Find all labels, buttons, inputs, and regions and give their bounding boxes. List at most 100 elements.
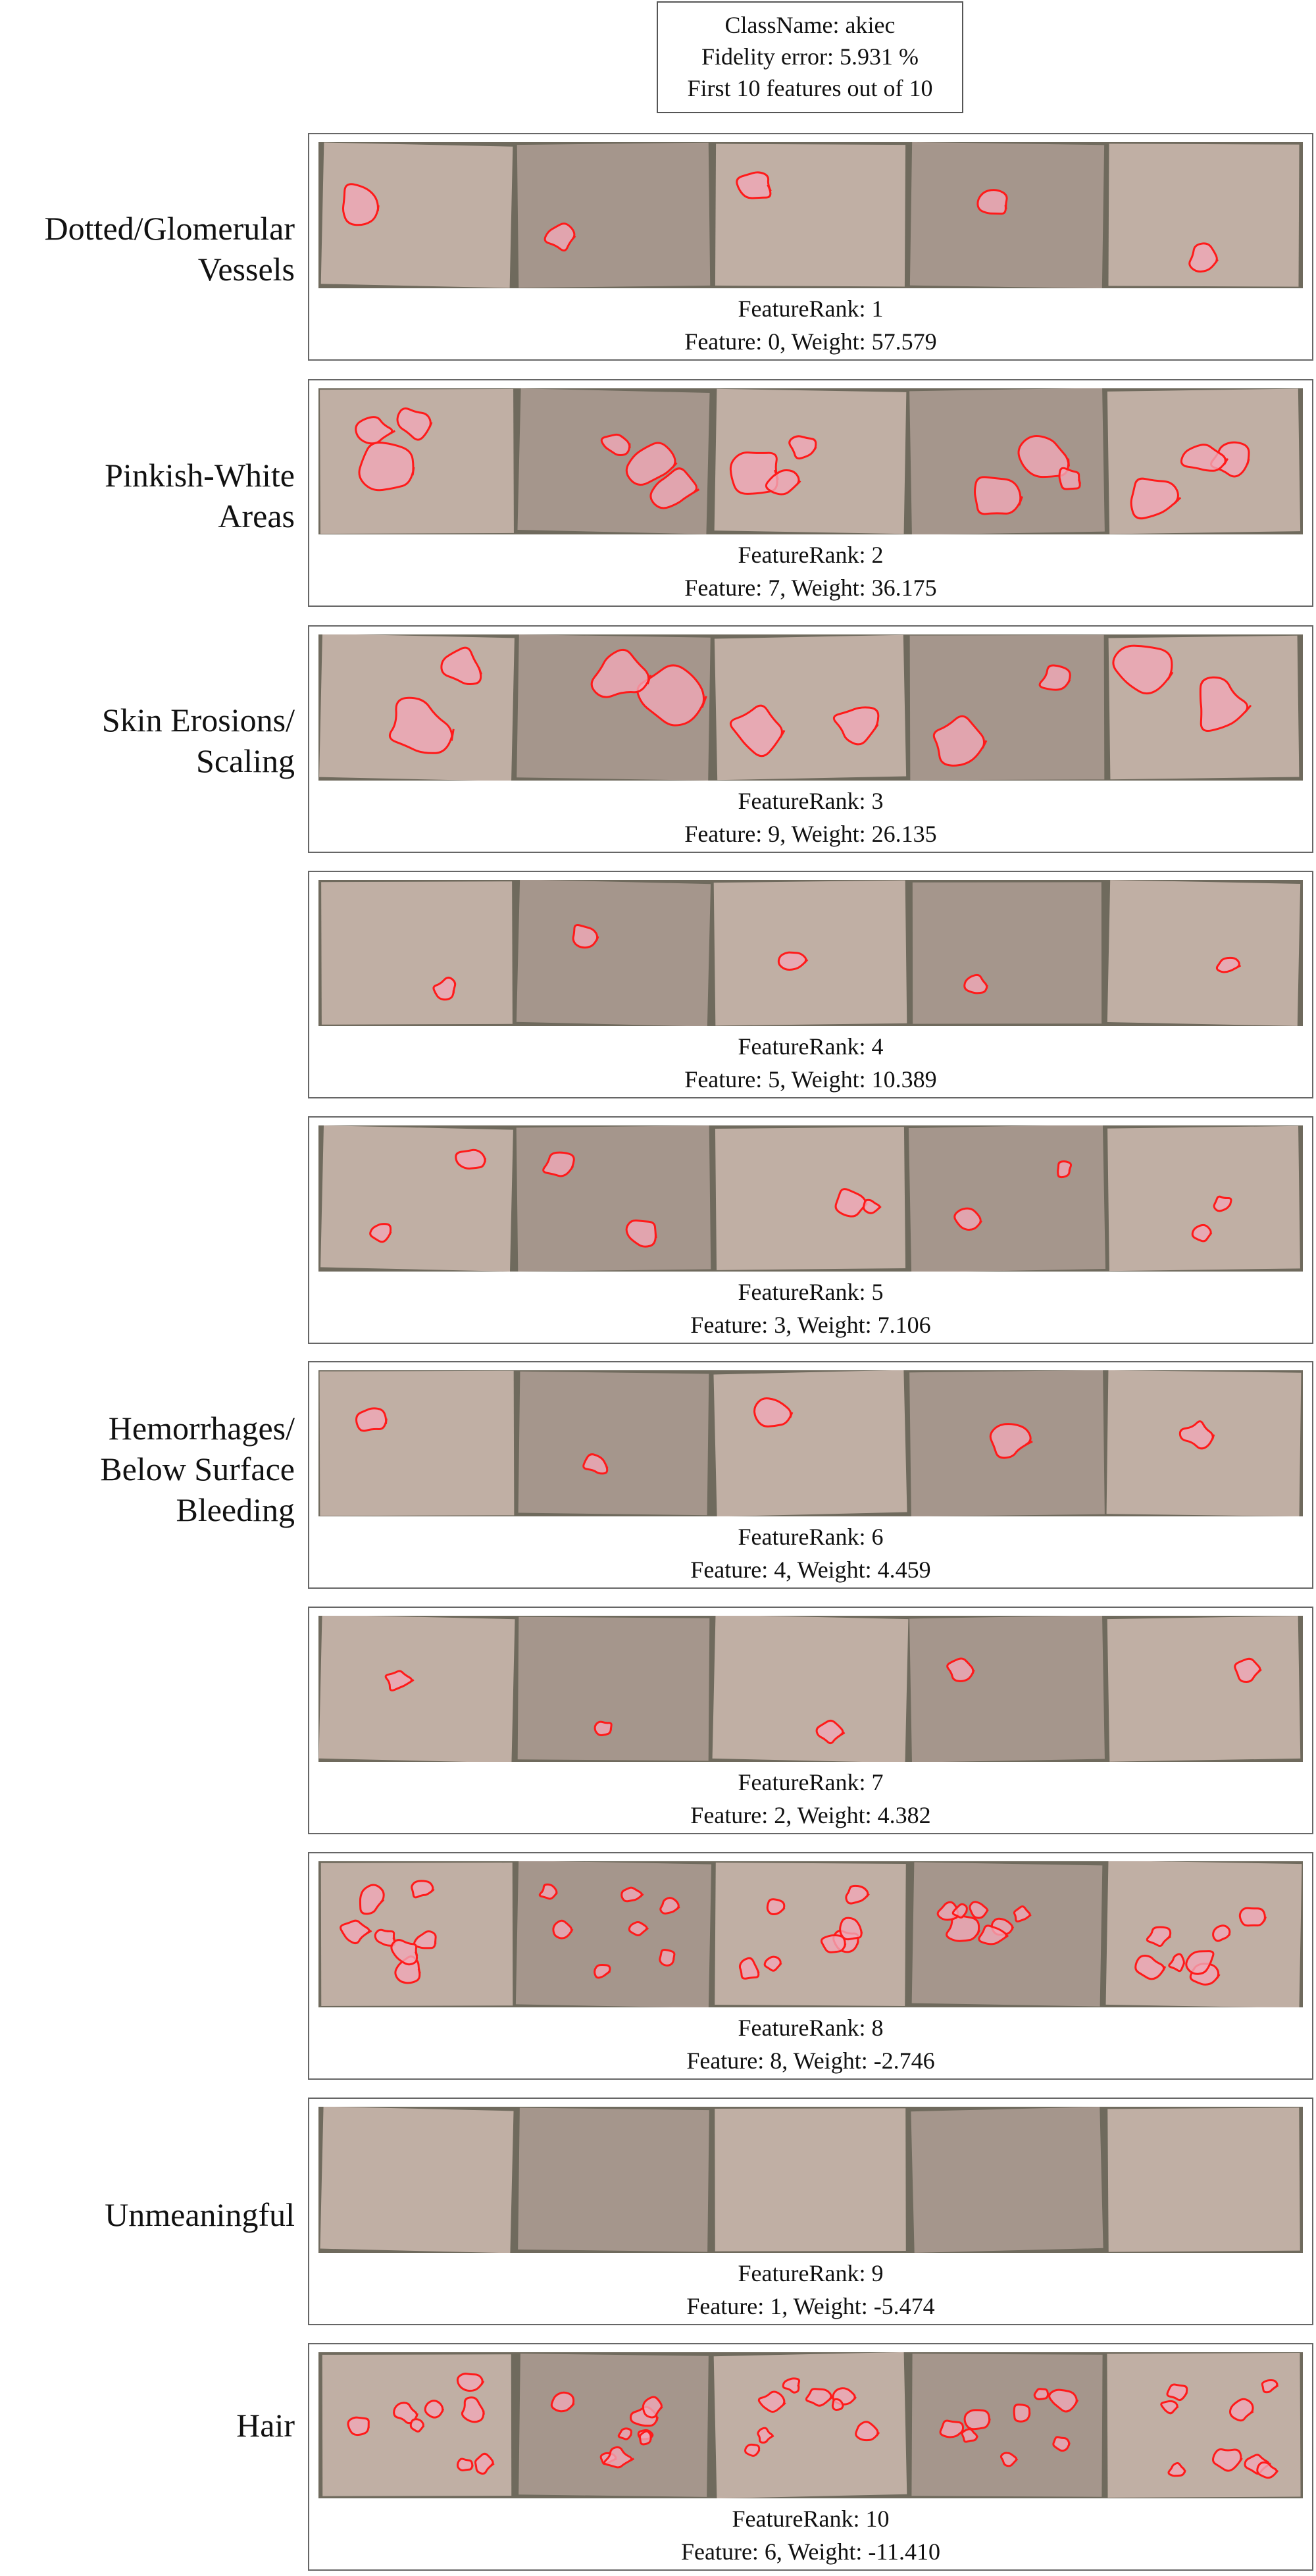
feature-region-outline — [932, 715, 988, 767]
feature-region-outline — [358, 441, 415, 492]
feature-region-outline — [1038, 664, 1071, 691]
lesion-image-tile — [517, 1616, 710, 1761]
feature-image-strip — [318, 1861, 1303, 2007]
feature-region-outline — [628, 1920, 649, 1937]
feature-region-outline — [978, 1924, 1009, 1945]
feature-region-outline — [552, 1919, 574, 1940]
feature-region-outline — [1188, 242, 1219, 273]
lesion-image-tile — [909, 388, 1105, 534]
feature-region-outline — [1130, 477, 1182, 520]
feature-region-outline — [805, 2388, 834, 2407]
feature-region-outline — [1185, 1950, 1215, 1975]
lesion-image-tile — [714, 388, 907, 534]
feature-region-outline — [432, 977, 457, 1001]
lesion-image-tile — [1107, 880, 1301, 1026]
lesion-image-tile — [517, 634, 711, 781]
lesion-image-tile — [319, 1370, 515, 1516]
feature-region-outline — [946, 1657, 975, 1682]
feature-image-strip — [318, 2352, 1303, 2498]
lesion-image-tile — [712, 1616, 909, 1762]
feature-region-outline — [951, 1903, 968, 1919]
feature-region-outline — [1033, 2388, 1050, 2400]
feature-region-outline — [832, 706, 880, 746]
lesion-image-tile — [1106, 1370, 1302, 1516]
feature-region-outline — [1191, 1224, 1213, 1243]
feature-region-outline — [638, 2430, 652, 2446]
feature-region-outline — [594, 1720, 613, 1737]
feature-region-outline — [782, 2377, 801, 2394]
lesion-image-tile — [715, 1862, 906, 2007]
feature-region-outline — [834, 1188, 868, 1218]
feature-region-outline — [456, 2458, 474, 2471]
concept-label: Hair — [236, 2407, 295, 2444]
feature-weight: Feature: 7, Weight: 36.175 — [684, 575, 937, 601]
lesion-image-tile — [320, 1125, 513, 1272]
feature-region-outline — [766, 1898, 786, 1916]
feature-region-outline — [1180, 444, 1229, 472]
concept-label: Skin Erosions/ Scaling — [101, 702, 295, 779]
lesion-image-tile — [519, 2354, 709, 2497]
feature-region-outline — [855, 2421, 880, 2442]
feature-region-outline — [939, 2419, 965, 2438]
feature-rank: FeatureRank: 8 — [738, 2015, 884, 2041]
feature-region-outline — [946, 1915, 980, 1942]
feature-rank: FeatureRank: 10 — [732, 2506, 890, 2532]
lesion-image-tile — [911, 2354, 1103, 2497]
feature-region-outline — [1238, 1907, 1267, 1927]
feature-region-outline — [969, 1901, 989, 1919]
lesion-image-tile — [1107, 1616, 1301, 1762]
lesion-image-tile — [713, 2352, 907, 2498]
feature-region-outline — [369, 1223, 392, 1243]
feature-region-outline — [620, 1886, 644, 1903]
feature-region-outline — [411, 1880, 435, 1899]
feature-rank: FeatureRank: 1 — [738, 296, 884, 322]
feature-region-outline — [736, 171, 772, 199]
lesion-image-tile — [1108, 143, 1300, 287]
feature-region-outline — [600, 433, 631, 457]
feature-region-outline — [542, 1151, 575, 1177]
concept-label: Unmeaningful — [105, 2196, 295, 2233]
feature-region-outline — [1166, 2383, 1188, 2402]
feature-region-outline — [538, 1883, 558, 1900]
lesion-image-tile — [911, 1862, 1103, 2007]
feature-region-outline — [617, 2427, 632, 2440]
feature-rank: FeatureRank: 3 — [738, 788, 884, 814]
lesion-image-tile — [908, 1125, 1106, 1272]
feature-region-outline — [1048, 2388, 1079, 2413]
feature-region-outline — [342, 183, 380, 226]
feature-region-outline — [1168, 1953, 1186, 1972]
feature-region-outline — [659, 1897, 680, 1915]
feature-weight: Feature: 1, Weight: -5.474 — [686, 2293, 935, 2319]
feature-rank: FeatureRank: 5 — [738, 1279, 884, 1305]
lesion-image-tile — [518, 2107, 709, 2252]
lesion-image-tile — [1107, 2107, 1300, 2252]
feature-region-outline — [831, 2398, 844, 2411]
feature-region-outline — [821, 1934, 847, 1953]
feature-region-outline — [355, 416, 396, 445]
feature-region-outline — [765, 469, 801, 496]
feature-image-strip — [318, 1370, 1303, 1516]
feature-region-outline — [359, 1884, 385, 1915]
feature-region-outline — [625, 1219, 657, 1248]
feature-image-strip — [318, 2107, 1303, 2253]
feature-region-outline — [603, 2446, 634, 2469]
feature-region-outline — [396, 407, 433, 441]
lesion-image-tile — [1107, 1125, 1300, 1272]
lesion-image-tile — [320, 2107, 514, 2253]
feature-region-outline — [544, 222, 576, 252]
feature-region-outline — [1213, 1195, 1232, 1212]
feature-region-outline — [845, 1884, 870, 1905]
feature-weight: Feature: 8, Weight: -2.746 — [686, 2048, 935, 2074]
feature-region-outline — [1212, 2448, 1243, 2472]
feature-region-outline — [936, 1901, 959, 1921]
lesion-image-tile — [715, 1127, 906, 1270]
feature-weight: Feature: 6, Weight: -11.410 — [680, 2538, 941, 2565]
lesion-image-tile — [517, 142, 711, 288]
